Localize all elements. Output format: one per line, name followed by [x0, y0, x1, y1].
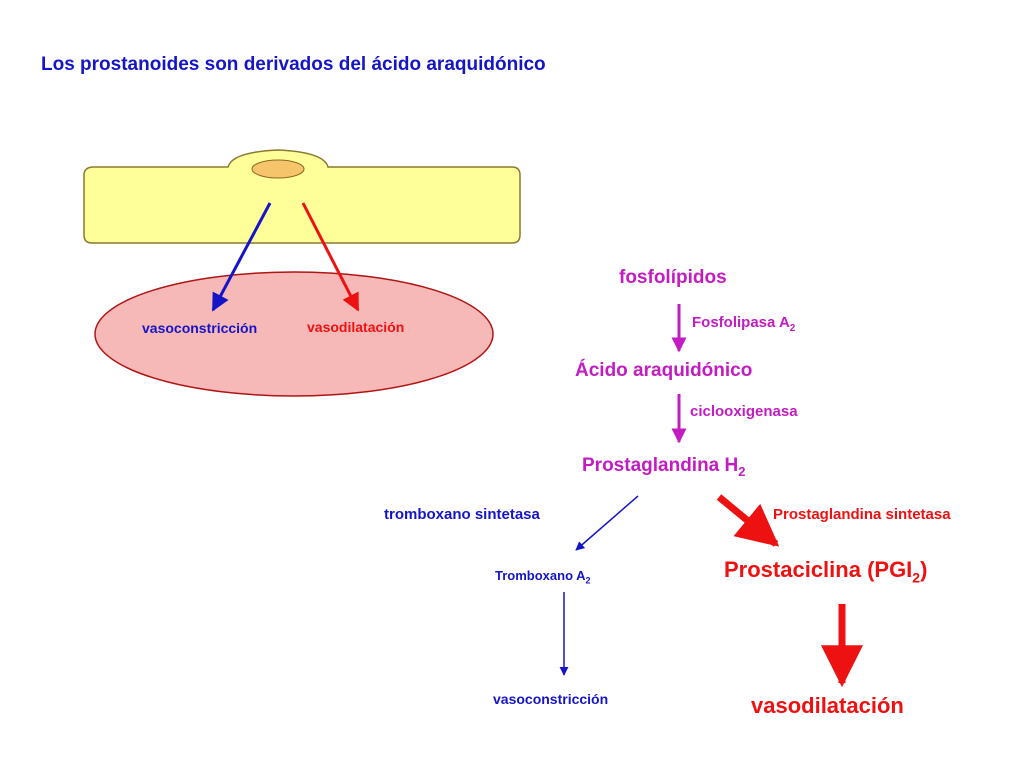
endothelial-cell — [83, 149, 521, 244]
prostaciclina-close: ) — [920, 557, 928, 582]
cell-blue-arrow — [211, 202, 272, 312]
tromboxano-sub: 2 — [585, 575, 591, 586]
vasoconstriccion-label: vasoconstricción — [493, 691, 609, 707]
prostaciclina-text: Prostaciclina (PGI — [724, 557, 913, 582]
cell-red-arrow — [301, 202, 360, 312]
acido-araquidonico-label: Ácido araquidónico — [575, 360, 753, 381]
page-title: Los prostanoides son derivados del ácido… — [41, 54, 546, 75]
fosfolipidos-label: fosfolípidos — [619, 267, 727, 288]
prostaciclina-sub: 2 — [912, 569, 921, 586]
pgh2-text: Prostaglandina H — [582, 455, 739, 476]
ciclooxigenasa-label: ciclooxigenasa — [690, 403, 798, 420]
fosfolipasa-label: Fosfolipasa A2 — [692, 314, 795, 334]
pgh2-sub: 2 — [738, 463, 746, 479]
vessel-ellipse — [94, 271, 494, 397]
tromboxano-text: Tromboxano A — [495, 568, 586, 583]
tromboxano-a2-label: Tromboxano A2 — [495, 568, 591, 586]
prostaglandina-h2-label: Prostaglandina H2 — [582, 455, 745, 479]
arrow-pgh2-tromboxano — [575, 495, 639, 551]
prostaciclina-label: Prostaciclina (PGI2) — [724, 557, 927, 585]
fosfolipasa-text: Fosfolipasa A — [692, 314, 790, 331]
arrow-pgh2-prostaciclina — [716, 494, 780, 547]
cell-vasodilatacion-label: vasodilatación — [307, 319, 405, 335]
prostaglandina-sintetasa-label: Prostaglandina sintetasa — [773, 506, 951, 523]
nucleus — [251, 159, 305, 179]
cell-vasoconstriccion-label: vasoconstricción — [142, 320, 258, 336]
vasodilatacion-label: vasodilatación — [751, 693, 904, 718]
tromboxano-sintetasa-label: tromboxano sintetasa — [384, 506, 540, 523]
fosfolipasa-sub: 2 — [789, 323, 796, 334]
